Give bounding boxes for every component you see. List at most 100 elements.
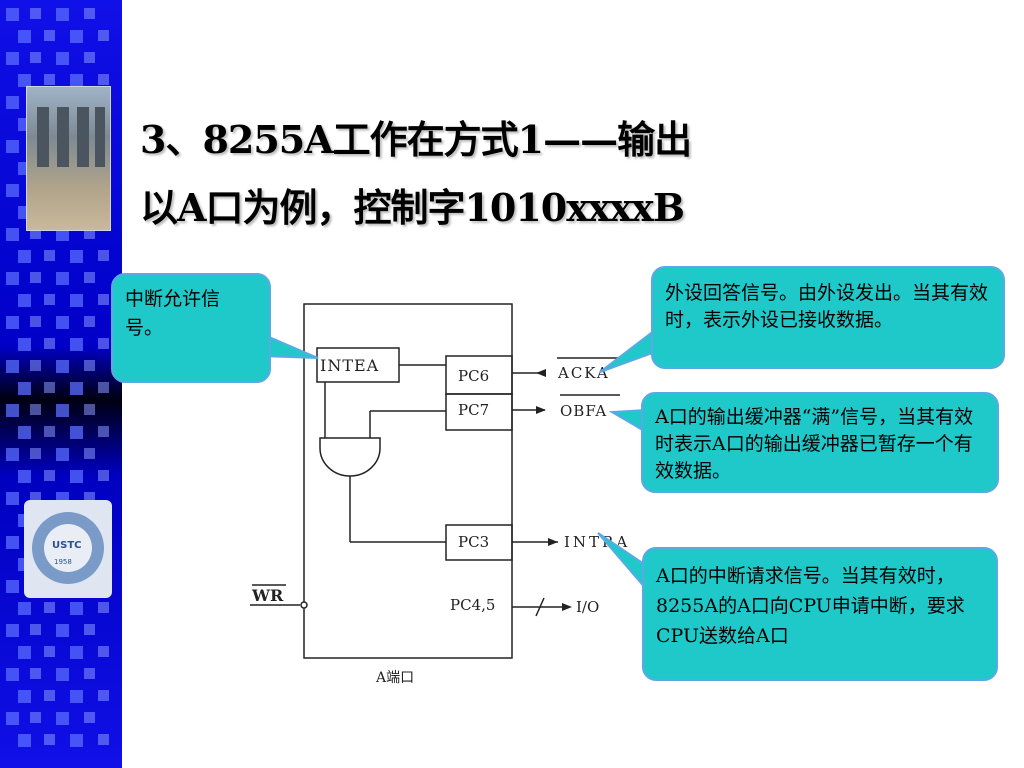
sidebar-square [70, 294, 83, 307]
intr-label: INTRA [564, 533, 630, 551]
sidebar-square [56, 668, 69, 681]
sidebar-square [70, 646, 83, 659]
callout-intr: A口的中断请求信号。当其有效时，8255A的A口向CPU申请中断，要求CPU送数… [642, 547, 998, 681]
sidebar-square [18, 646, 31, 659]
sidebar-square [56, 624, 69, 637]
sidebar-square [44, 470, 55, 481]
sidebar-square [70, 382, 83, 395]
sidebar-square [98, 690, 109, 701]
wr-label: WR [251, 586, 284, 605]
sidebar-square [56, 712, 69, 725]
pc7-box [445, 393, 513, 431]
sidebar-square [98, 470, 109, 481]
sidebar-square [30, 448, 41, 459]
sidebar-square [6, 96, 19, 109]
sidebar-square [70, 74, 83, 87]
sidebar-square [44, 250, 55, 261]
sidebar-square [30, 316, 41, 327]
ack-label: ACKA [557, 364, 610, 382]
building-photo [26, 86, 111, 231]
sidebar-square [56, 448, 69, 461]
inte-label: INTEA [320, 356, 379, 375]
title-line-1: 3、8255A工作在方式1——输出 [140, 117, 692, 162]
sidebar-square [18, 74, 31, 87]
chip-block [303, 303, 513, 659]
sidebar-square [6, 580, 19, 593]
pc3-label: PC3 [458, 533, 489, 551]
sidebar-square [44, 30, 55, 41]
sidebar-square [84, 228, 95, 239]
sidebar-square [84, 316, 95, 327]
logo-text: USTC [52, 540, 82, 551]
sidebar-square [84, 448, 95, 459]
sidebar-square [6, 140, 19, 153]
pc45-label: PC4,5 [450, 596, 495, 614]
sidebar-square [30, 492, 41, 503]
sidebar-square [6, 228, 19, 241]
callout-ack: 外设回答信号。由外设发出。当其有效时，表示外设已接收数据。 [651, 266, 1005, 369]
sidebar-square [56, 52, 69, 65]
sidebar-square [6, 184, 19, 197]
sidebar-square [84, 272, 95, 283]
and-gate [319, 437, 381, 477]
sidebar-square [44, 294, 55, 305]
sidebar-square [44, 602, 55, 613]
sidebar-square [56, 404, 69, 417]
sidebar-square [30, 8, 41, 19]
sidebar-square [18, 426, 31, 439]
sidebar-square [98, 338, 109, 349]
sidebar-square [98, 250, 109, 261]
sidebar-square [98, 30, 109, 41]
sidebar-square [98, 646, 109, 657]
sidebar-square [44, 382, 55, 393]
sidebar-square [18, 690, 31, 703]
sidebar-square [56, 272, 69, 285]
sidebar-square [18, 382, 31, 395]
sidebar-square [70, 338, 83, 351]
sidebar-square [30, 624, 41, 635]
callout-intr-text: A口的中断请求信号。当其有效时，8255A的A口向CPU申请中断，要求CPU送数… [656, 565, 965, 647]
sidebar-square [6, 404, 19, 417]
io-label: I/O [576, 598, 599, 616]
sidebar-square [84, 8, 95, 19]
sidebar-square [6, 624, 19, 637]
pc7-label: PC7 [458, 401, 489, 419]
sidebar-square [56, 228, 69, 241]
title-line-2: 以A口为例，控制字1010xxxxB [140, 185, 685, 230]
sidebar-square [44, 74, 55, 85]
sidebar-square [98, 734, 109, 745]
sidebar-square [84, 492, 95, 503]
sidebar-square [70, 426, 83, 439]
sidebar-square [6, 668, 19, 681]
sidebar-square [6, 492, 19, 505]
callout-ack-text: 外设回答信号。由外设发出。当其有效时，表示外设已接收数据。 [665, 282, 989, 331]
sidebar-square [6, 360, 19, 373]
sidebar-square [18, 338, 31, 351]
sidebar-square [84, 52, 95, 63]
sidebar-square [84, 712, 95, 723]
sidebar-square [30, 404, 41, 415]
sidebar-square [84, 668, 95, 679]
sidebar-square [6, 52, 19, 65]
sidebar-square [30, 228, 41, 239]
sidebar-square [98, 74, 109, 85]
sidebar-square [6, 272, 19, 285]
sidebar-square [44, 338, 55, 349]
sidebar-square [6, 316, 19, 329]
university-logo: USTC 1958 [24, 500, 112, 598]
sidebar-square [18, 250, 31, 263]
sidebar-square [44, 734, 55, 745]
callout-inte-text: 中断允许信号。 [125, 288, 221, 339]
obf-label: OBFA [560, 402, 607, 420]
callout-inte: 中断允许信号。 [111, 273, 271, 383]
sidebar-square [56, 316, 69, 329]
sidebar-square [18, 602, 31, 615]
sidebar-square [44, 646, 55, 657]
sidebar-square [44, 426, 55, 437]
sidebar-square [84, 360, 95, 371]
sidebar-square [98, 602, 109, 613]
sidebar-square [56, 360, 69, 373]
sidebar-square [30, 668, 41, 679]
sidebar-square [18, 470, 31, 483]
sidebar-square [56, 8, 69, 21]
